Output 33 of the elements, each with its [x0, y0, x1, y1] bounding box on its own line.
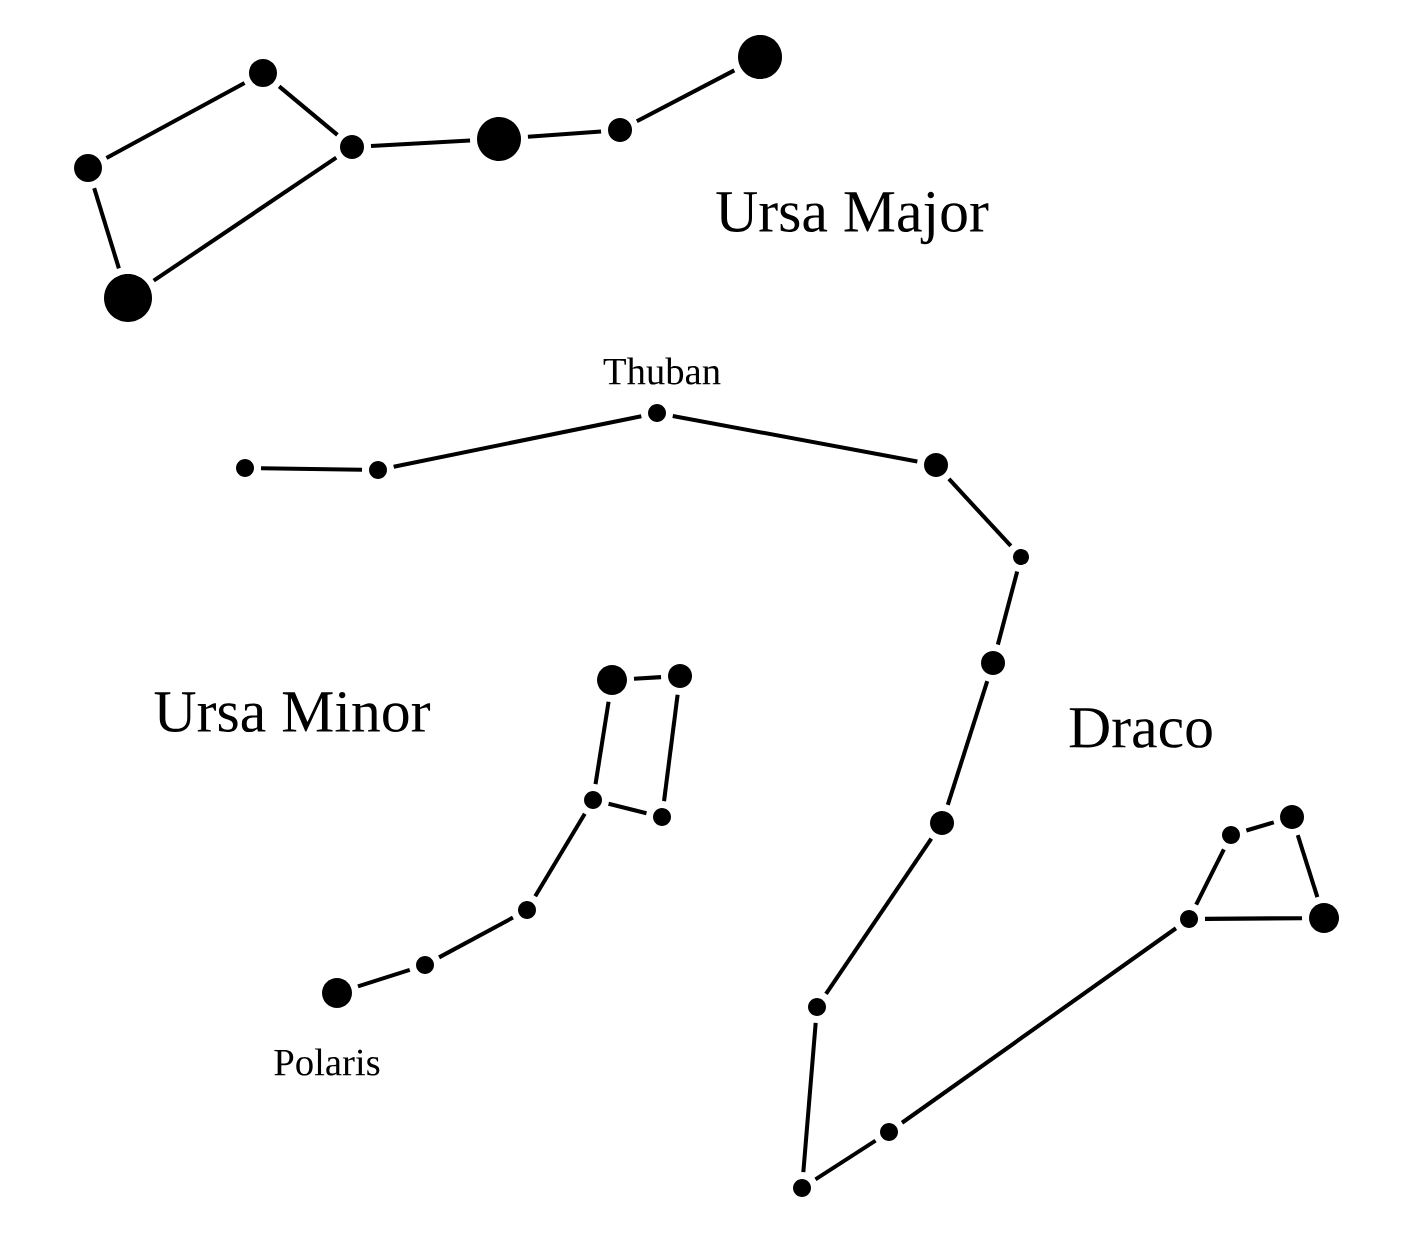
constellation-line	[945, 680, 990, 806]
constellation-name: Draco	[1069, 708, 1212, 748]
constellation-line	[105, 81, 246, 160]
constellation-line	[995, 570, 1020, 646]
star-name: Thuban	[603, 357, 721, 385]
constellation-line	[801, 1022, 818, 1173]
constellation-line	[593, 701, 611, 785]
star-name: Polaris	[274, 1048, 380, 1076]
constellation-name: Ursa Major	[716, 191, 989, 245]
constellation-line	[633, 675, 662, 681]
constellation-line	[1194, 848, 1226, 906]
constellation-line	[277, 84, 339, 137]
constellation-line	[608, 801, 647, 816]
constellation-line	[900, 926, 1178, 1125]
constellation-line	[261, 466, 363, 472]
constellation-line	[393, 414, 642, 469]
constellation-line	[438, 915, 514, 960]
constellation-line	[357, 967, 411, 989]
constellation-line	[370, 138, 471, 148]
constellation-line	[635, 68, 736, 123]
constellation-line	[662, 694, 680, 802]
constellation-line	[814, 1138, 877, 1182]
constellation-line	[1245, 820, 1275, 833]
constellation-line	[152, 155, 338, 283]
constellation-line	[947, 477, 1013, 548]
constellation-line	[1205, 916, 1303, 921]
constellation-line	[533, 812, 587, 898]
constellation-line	[824, 837, 933, 995]
constellation-line	[92, 187, 121, 269]
constellation-line	[672, 413, 918, 464]
constellation-name: Ursa Minor	[154, 691, 431, 733]
constellation-line	[1295, 834, 1320, 898]
constellation-line	[527, 129, 602, 139]
